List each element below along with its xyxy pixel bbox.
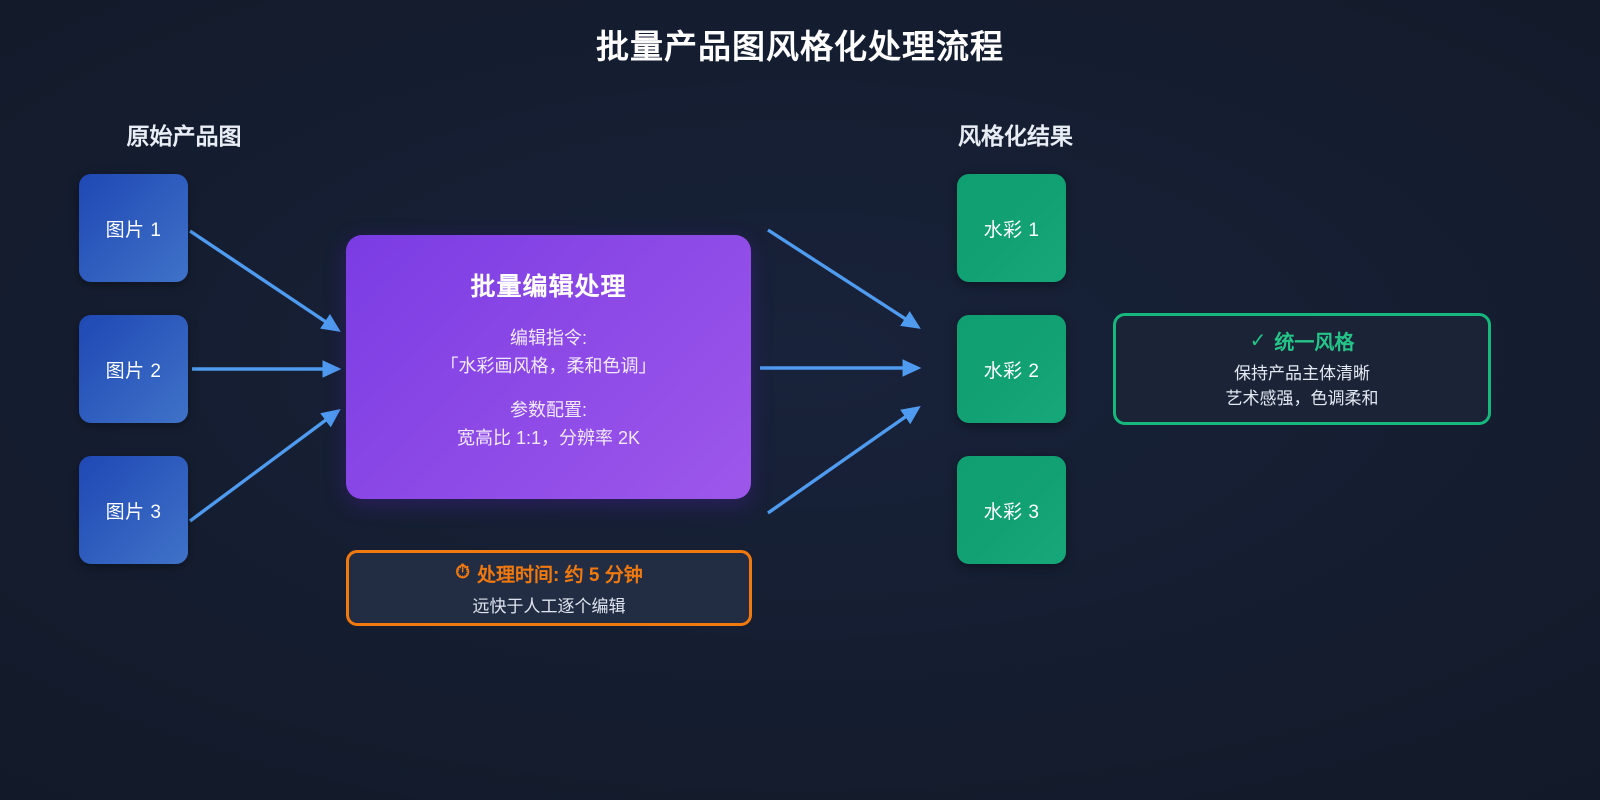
arrow-source1-to-processor bbox=[189, 229, 341, 332]
processor-title: 批量编辑处理 bbox=[470, 273, 627, 301]
result-image-box-1[interactable]: 水彩 1 bbox=[957, 174, 1066, 282]
callout-heading: ✓ 统一风格 bbox=[1250, 326, 1355, 355]
right-column-header: 风格化结果 bbox=[958, 123, 1073, 149]
processing-time-note: ⏱ 处理时间: 约 5 分钟 远快于人工逐个编辑 bbox=[346, 550, 752, 626]
callout-heading-text: 统一风格 bbox=[1274, 332, 1355, 355]
arrow-source3-to-processor bbox=[188, 408, 341, 523]
processing-time-text: 处理时间: 约 5 分钟 bbox=[477, 564, 643, 586]
source-image-box-1[interactable]: 图片 1 bbox=[79, 174, 188, 282]
batch-processor-node[interactable]: 批量编辑处理 编辑指令: 「水彩画风格，柔和色调」 参数配置: 宽高比 1:1，… bbox=[346, 235, 751, 499]
source-image-label-3: 图片 3 bbox=[105, 501, 162, 523]
result-image-box-3[interactable]: 水彩 3 bbox=[957, 456, 1066, 564]
processing-time-subtext: 远快于人工逐个编辑 bbox=[472, 596, 626, 616]
style-consistency-callout: ✓ 统一风格 保持产品主体清晰 艺术感强，色调柔和 bbox=[1113, 313, 1491, 425]
result-image-label-2: 水彩 2 bbox=[983, 360, 1040, 382]
callout-line-2: 艺术感强，色调柔和 bbox=[1225, 389, 1379, 408]
source-image-box-2[interactable]: 图片 2 bbox=[79, 315, 188, 423]
source-image-label-1: 图片 1 bbox=[105, 219, 162, 241]
arrow-processor-to-result3 bbox=[767, 406, 921, 515]
left-column-header: 原始产品图 bbox=[126, 123, 242, 149]
source-image-box-3[interactable]: 图片 3 bbox=[79, 456, 188, 564]
callout-line-1: 保持产品主体清晰 bbox=[1234, 364, 1370, 384]
source-image-label-2: 图片 2 bbox=[105, 360, 162, 382]
processor-params-value: 宽高比 1:1，分辨率 2K bbox=[456, 427, 641, 448]
result-image-label-1: 水彩 1 bbox=[983, 219, 1040, 241]
page-title: 批量产品图风格化处理流程 bbox=[596, 28, 1004, 65]
processor-instruction-label: 编辑指令: bbox=[509, 328, 587, 348]
arrow-processor-to-result1 bbox=[767, 228, 921, 329]
result-image-box-2[interactable]: 水彩 2 bbox=[957, 315, 1066, 423]
callout-body: 保持产品主体清晰 艺术感强，色调柔和 bbox=[1226, 362, 1379, 411]
processing-time-heading: ⏱ 处理时间: 约 5 分钟 bbox=[455, 560, 643, 587]
check-icon: ✓ bbox=[1249, 330, 1267, 353]
processor-params-label: 参数配置: bbox=[509, 399, 587, 420]
result-image-label-3: 水彩 3 bbox=[983, 501, 1040, 523]
stopwatch-icon: ⏱ bbox=[455, 562, 471, 583]
processor-instruction-value: 「水彩画风格，柔和色调」 bbox=[440, 355, 657, 376]
